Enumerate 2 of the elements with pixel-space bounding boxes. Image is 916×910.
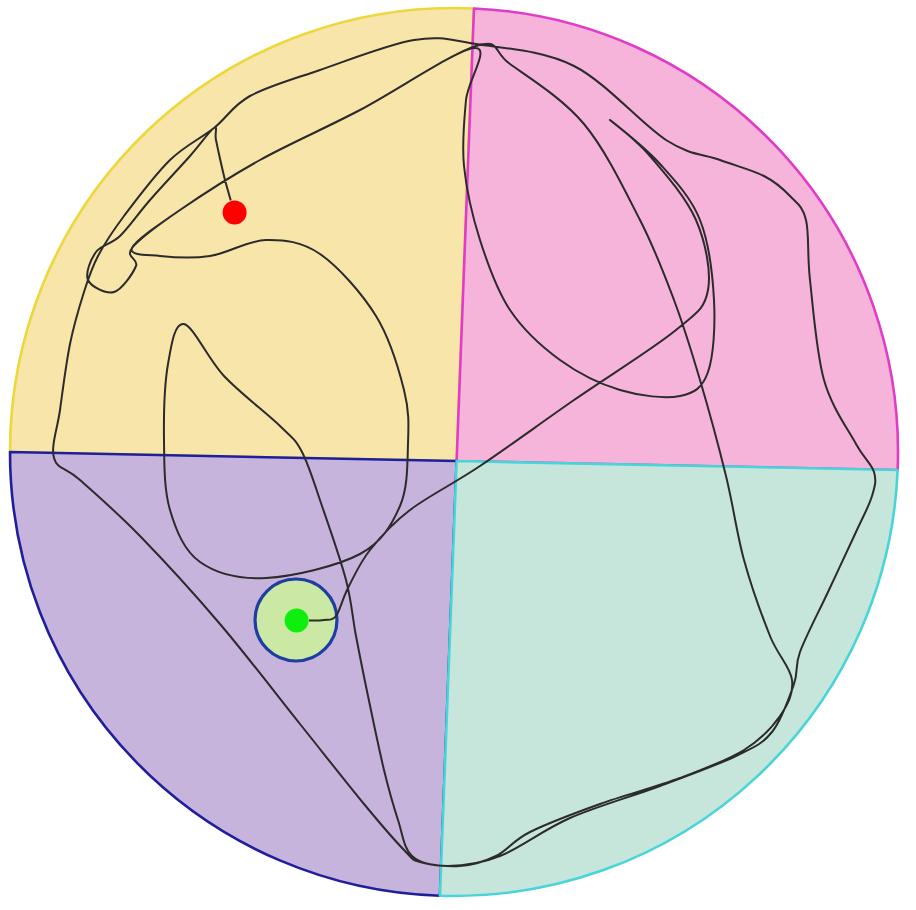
end-dot-icon <box>284 608 310 634</box>
start-dot-icon <box>221 199 247 225</box>
